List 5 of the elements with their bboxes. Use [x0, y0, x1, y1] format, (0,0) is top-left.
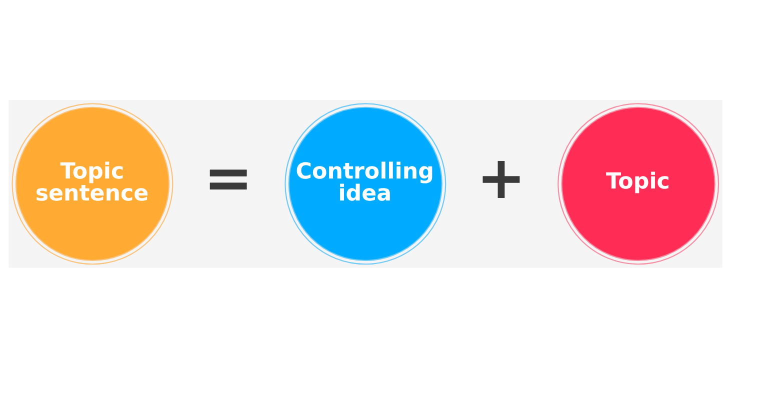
label: + [476, 142, 526, 212]
node-circle: Topic [558, 102, 720, 264]
node-circle: Controlling idea [284, 102, 446, 264]
label: = [204, 142, 254, 212]
node-circle: Topic sentence [12, 102, 174, 264]
